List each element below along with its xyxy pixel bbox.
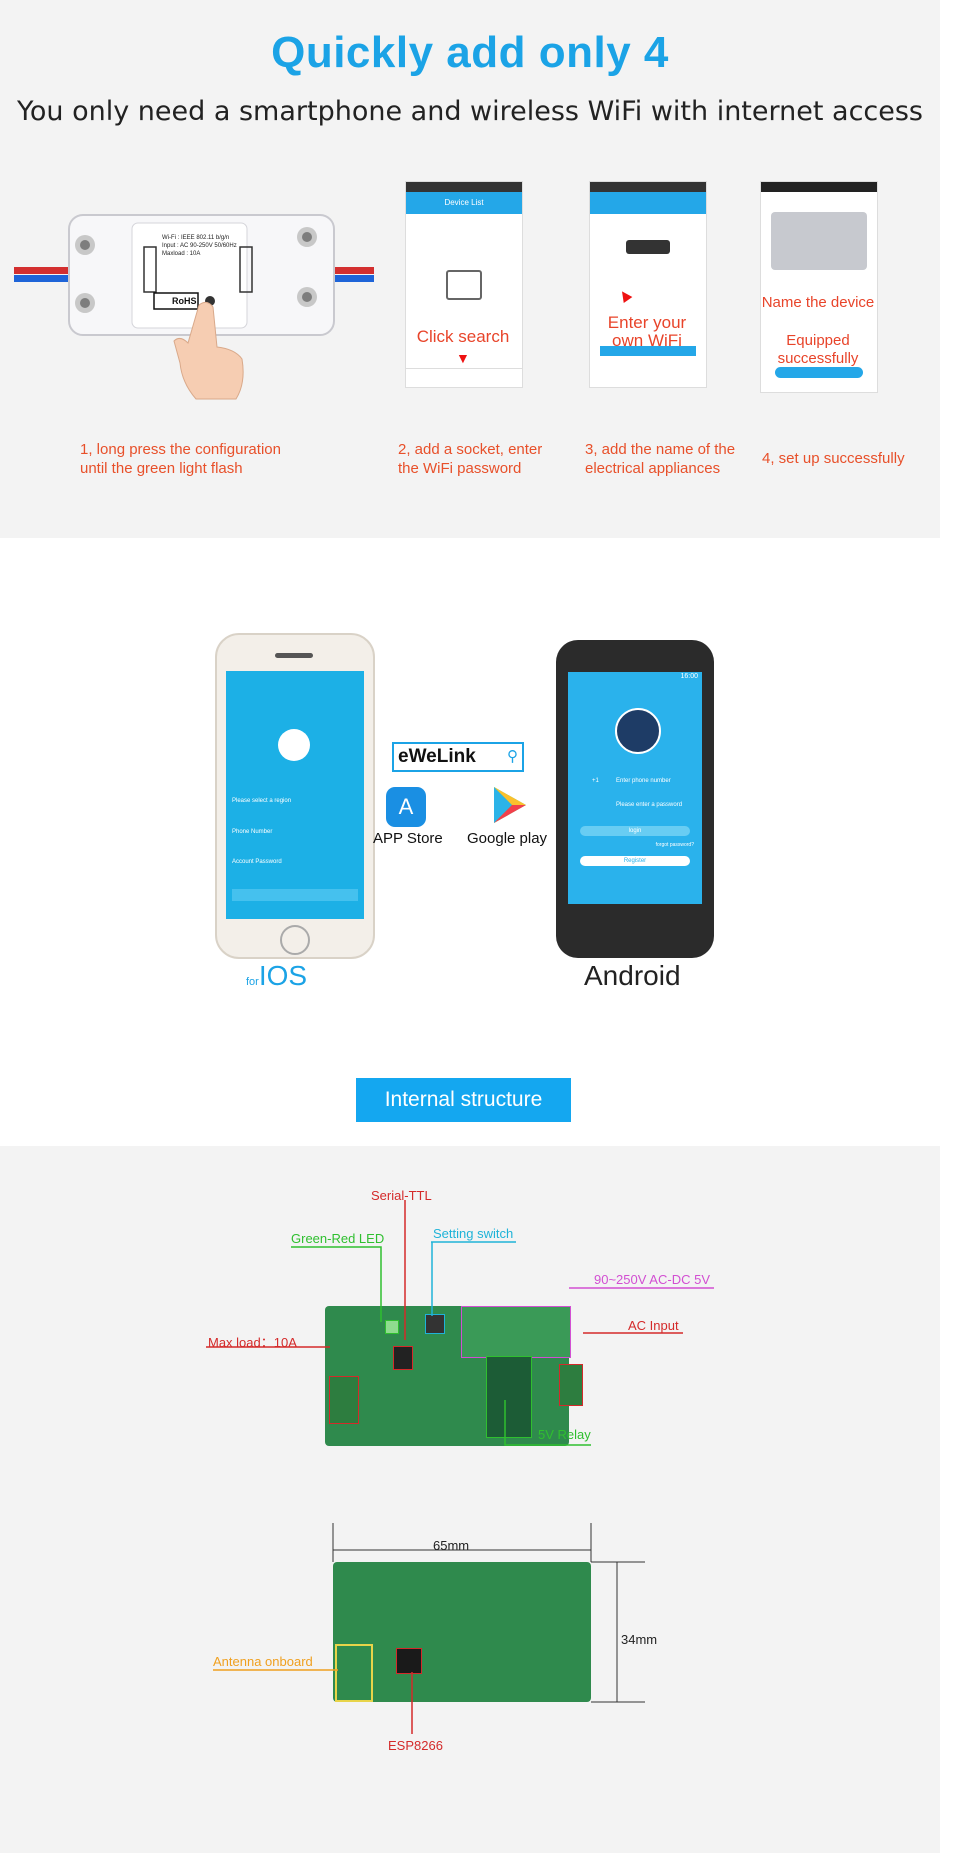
ios-label: forIOS [246,960,307,992]
iphone-image: Please select a region Phone Number Acco… [215,633,375,959]
ios-region-text: Please select a region [232,798,292,804]
step1-caption-line1: 1, long press the configuration [80,441,281,458]
step3-caption-line1: 3, add the name of the [585,441,736,458]
step3-caption: 3, add the name of the electrical applia… [585,440,735,478]
terminal-right [559,1364,583,1406]
device-label-line1: Wi-Fi : IEEE 802.11 b/g/n [162,235,230,241]
google-play-icon[interactable] [488,783,532,832]
ewelink-search-text: eWeLink [398,746,476,767]
step2-screen-label: Click search [416,327,510,346]
smart-switch-image [14,205,374,405]
android-phone-image: 16:00 +1 Enter phone number Please enter… [556,640,714,958]
esp8266-chip [396,1648,422,1674]
ewelink-hub-graphic [278,729,310,761]
pcb-top-image [325,1306,583,1446]
android-label: Android [584,960,681,991]
android-code: +1 [592,778,599,784]
width-dimension-label: 65mm [433,1538,470,1553]
appliances-image [771,212,867,270]
avatar [615,708,661,754]
step2-caption: 2, add a socket, enter the WiFi password [398,440,542,478]
step4-screen-label-1: Name the device [761,294,875,311]
ac-input-label: AC Input [628,1318,679,1333]
section-title: Quickly add only 4 [271,28,669,77]
step4-screenshot [760,181,878,393]
antenna-label: Antenna onboard [213,1654,313,1669]
step3-screenshot [589,181,707,388]
step4-caption-line1: 4, set up successfully [762,450,905,467]
section-subtitle: You only need a smartphone and wireless … [16,96,924,127]
android-time: 16:00 [680,673,698,680]
step3-screen-label-1: Enter your [607,313,687,332]
step4-screen-label-3: successfully [777,350,859,367]
step4-caption: 4, set up successfully [762,449,905,468]
ios-password-text: Account Password [232,859,282,865]
ios-label-prefix: for [246,976,259,988]
android-password-input[interactable]: Please enter a password [616,802,683,808]
step1-caption-line2: until the green light flash [80,460,243,477]
android-forgot-link[interactable]: forgot password? [655,842,694,848]
device-label-line2: Input : AC 90-250V 50/60Hz [162,243,237,249]
step2-arrow-icon: ▼ [456,350,470,366]
power-module [461,1306,571,1358]
height-dimension-label: 34mm [621,1632,658,1647]
esp8266-label: ESP8266 [388,1738,443,1753]
device-list-header: Device List [406,192,522,214]
app-store-label[interactable]: APP Store [373,830,443,847]
setting-switch-label: Setting switch [433,1226,514,1241]
step1-caption: 1, long press the configuration until th… [80,440,281,478]
iphone-speaker [275,653,313,658]
confirm-bar [600,346,696,356]
folder-icon [446,270,482,300]
iphone-screen: Please select a region Phone Number Acco… [226,671,364,919]
router-icon [626,240,670,254]
iphone-home-button [280,925,310,955]
internal-structure-section [0,1146,940,1853]
ewelink-search-box[interactable]: eWeLink ⚲ [392,742,524,772]
rohs-mark: RoHS [172,296,197,306]
serial-ttl-label: Serial-TTL [371,1188,432,1203]
relay-label: 5V Relay [538,1427,591,1442]
power-label: 90~250V AC-DC 5V [594,1272,710,1287]
done-button-bar [775,367,863,378]
green-red-led-label: Green-Red LED [291,1231,385,1246]
android-screen: 16:00 +1 Enter phone number Please enter… [568,672,702,904]
search-icon: ⚲ [507,748,518,765]
led [385,1320,399,1334]
step4-screen-label-2: Equipped [786,332,850,349]
terminal-left [329,1376,359,1424]
android-register-button[interactable]: Register [580,856,690,866]
internal-structure-button[interactable]: Internal structure [356,1078,571,1122]
ttl-header [393,1346,413,1370]
tab-bar [406,368,522,387]
step2-screenshot: Device List [405,181,523,388]
android-login-button[interactable]: login [580,826,690,836]
android-phone-input[interactable]: Enter phone number [616,778,671,784]
relay-module [486,1356,532,1438]
device-label-line3: Maxload : 10A [162,251,201,257]
step2-caption-line1: 2, add a socket, enter [398,441,543,458]
ios-login-bar [232,889,358,901]
antenna-trace [335,1644,373,1702]
setting-switch [425,1314,445,1334]
app-store-icon[interactable]: A [386,787,426,827]
ios-phone-text: Phone Number [232,829,273,835]
step2-caption-line2: the WiFi password [398,460,522,477]
google-play-label[interactable]: Google play [467,830,548,847]
pcb-bottom-image [333,1562,591,1702]
step3-caption-line2: electrical appliances [585,460,721,477]
step3-screen-label-2: own WiFi [612,331,682,350]
ios-label-text: IOS [258,960,308,991]
